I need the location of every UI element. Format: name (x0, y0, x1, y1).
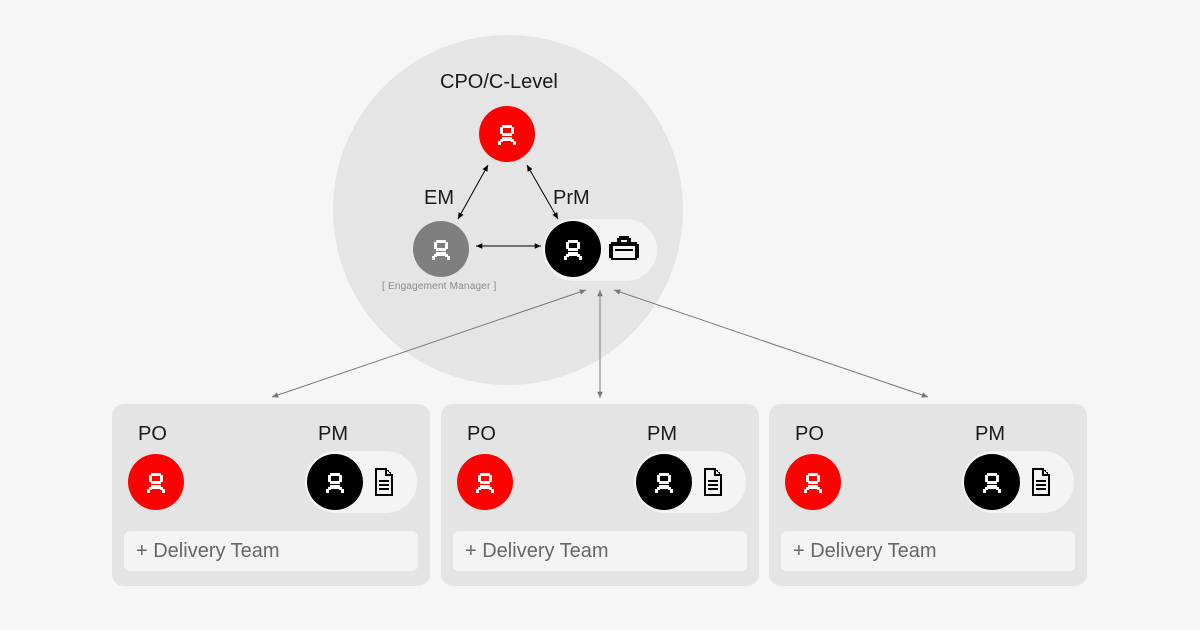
delivery-team-row: + Delivery Team (124, 531, 418, 571)
link-prm-team1 (271, 289, 587, 398)
link-cpo-prm (526, 164, 559, 220)
person-icon (804, 473, 822, 493)
em-caption: [ Engagement Manager ] (382, 281, 497, 292)
person-icon (476, 473, 494, 493)
briefcase-icon (604, 231, 644, 265)
person-icon (498, 125, 516, 145)
delivery-team-row: + Delivery Team (781, 531, 1075, 571)
po-label: PO (138, 423, 167, 445)
po-avatar (785, 454, 841, 510)
em-avatar (413, 221, 469, 277)
cpo-avatar (479, 106, 535, 162)
person-icon (432, 240, 450, 260)
pm-avatar (964, 454, 1020, 510)
team-card: PO PM + Delivery Team (441, 404, 759, 586)
cpo-label: CPO/C-Level (440, 71, 558, 93)
po-avatar (457, 454, 513, 510)
pm-label: PM (318, 423, 348, 445)
person-icon (147, 473, 165, 493)
link-prm-team3 (613, 289, 929, 398)
po-label: PO (467, 423, 496, 445)
pm-avatar (636, 454, 692, 510)
team-card: PO PM + Delivery Team (112, 404, 430, 586)
document-icon (698, 464, 728, 500)
pm-label: PM (975, 423, 1005, 445)
person-icon (564, 240, 582, 260)
person-icon (655, 473, 673, 493)
delivery-team-row: + Delivery Team (453, 531, 747, 571)
document-icon (1026, 464, 1056, 500)
em-label: EM (424, 187, 454, 209)
document-icon (369, 464, 399, 500)
prm-label: PrM (553, 187, 590, 209)
pm-avatar (307, 454, 363, 510)
person-icon (983, 473, 1001, 493)
pm-label: PM (647, 423, 677, 445)
link-cpo-em (457, 164, 489, 220)
prm-avatar (545, 221, 601, 277)
po-avatar (128, 454, 184, 510)
team-card: PO PM + Delivery Team (769, 404, 1087, 586)
po-label: PO (795, 423, 824, 445)
person-icon (326, 473, 344, 493)
